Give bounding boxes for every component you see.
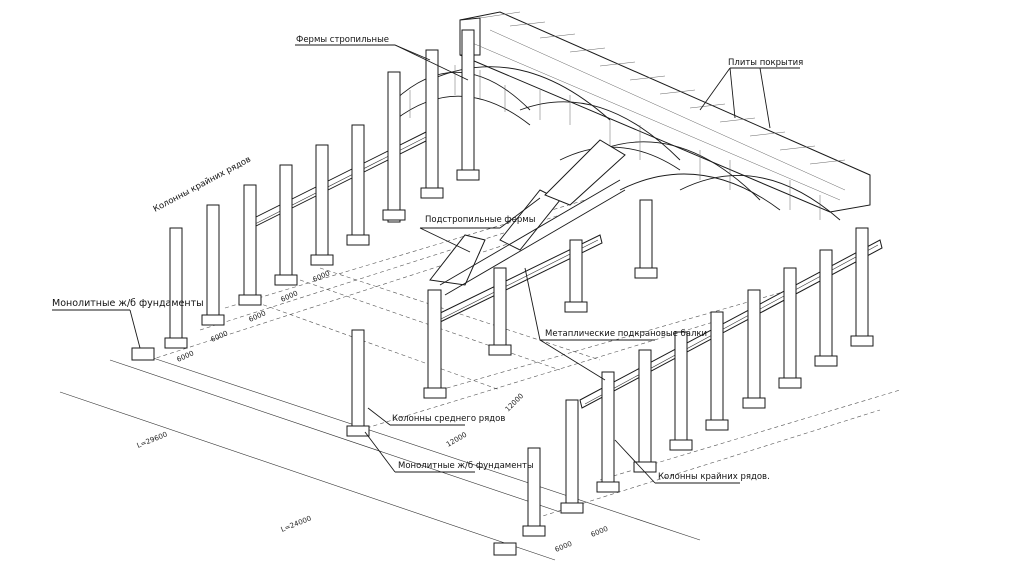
column (461, 29, 475, 181)
label-metal-crane-beams: Метаплические подкрановые балки (545, 329, 707, 339)
dim-6000-a: 6000 (176, 349, 196, 364)
footings-outer-left-row (131, 169, 480, 361)
leader-lines (52, 44, 800, 484)
ground-axis-lines (59, 199, 901, 561)
column (493, 267, 507, 349)
column (527, 447, 541, 529)
column (425, 49, 439, 191)
crane-beam-right (579, 239, 883, 409)
dim-length-total: L=29600 (136, 430, 169, 449)
column (279, 164, 293, 276)
dim-6000-c: 6000 (248, 309, 268, 324)
column (674, 331, 688, 443)
column (351, 329, 365, 427)
column (387, 71, 401, 223)
dim-6000-g: 6000 (590, 525, 610, 539)
dim-6000-f: 6000 (554, 540, 574, 554)
label-sub-trusses: Подстропильные фермы (425, 215, 535, 225)
roof-slabs-block (459, 11, 871, 213)
column (638, 349, 652, 466)
label-outer-row-columns-right: Колонны крайних рядов. (658, 472, 770, 482)
column (710, 311, 724, 425)
column (351, 124, 365, 236)
columns-outer-right-row (493, 227, 874, 556)
dim-length-inner: L=24000 (280, 514, 313, 533)
column (747, 289, 761, 401)
dim-12000-b: 12000 (445, 431, 468, 449)
column (169, 227, 183, 339)
dim-6000-e: 6000 (312, 269, 332, 284)
label-monolithic-foundations-middle: Монолитные ж/б фундаменты (398, 461, 534, 471)
label-outer-row-columns-left: Колонны крайних рядов (152, 155, 253, 215)
column (639, 199, 653, 271)
sub-trusses (429, 139, 626, 296)
column (601, 371, 615, 485)
column (315, 144, 329, 256)
monolithic-foundation (131, 347, 155, 361)
column (819, 249, 833, 359)
column (565, 399, 579, 506)
rafter-trusses (394, 65, 841, 221)
column (855, 227, 869, 339)
monolithic-foundation (493, 542, 517, 556)
label-monolithic-foundations-left: Монолитные ж/б фундаменты (52, 298, 204, 309)
label-rafter-trusses: Фермы стропильные (296, 35, 389, 45)
dim-12000-a: 12000 (504, 392, 525, 413)
column (569, 239, 583, 306)
column (427, 289, 442, 391)
column (206, 204, 220, 316)
label-middle-row-columns: Колонны среднего рядов (392, 414, 505, 424)
column (243, 184, 257, 296)
label-roof-slabs: Плиты покрытия (728, 58, 803, 68)
column (783, 267, 797, 381)
columns-middle-row (346, 199, 658, 437)
dim-6000-b: 6000 (210, 329, 230, 344)
